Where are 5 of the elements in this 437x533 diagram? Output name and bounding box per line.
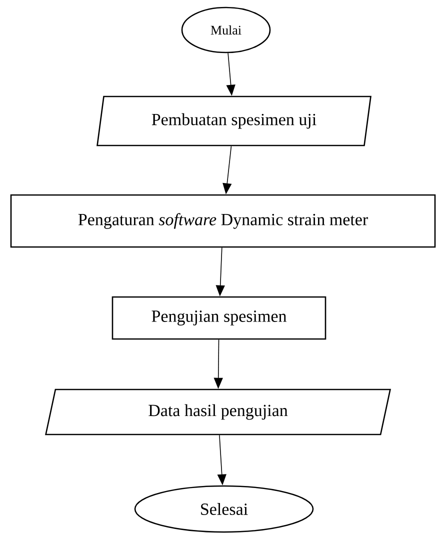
data-parallelogram: Pembuatan spesimen uji [96,96,372,146]
terminal-oval: Selesai [134,485,314,533]
process-box: Pengaturan software Dynamic strain meter [10,194,436,248]
process-box: Pengujian spesimen [112,296,326,340]
terminal-oval: Mulai [181,6,271,54]
